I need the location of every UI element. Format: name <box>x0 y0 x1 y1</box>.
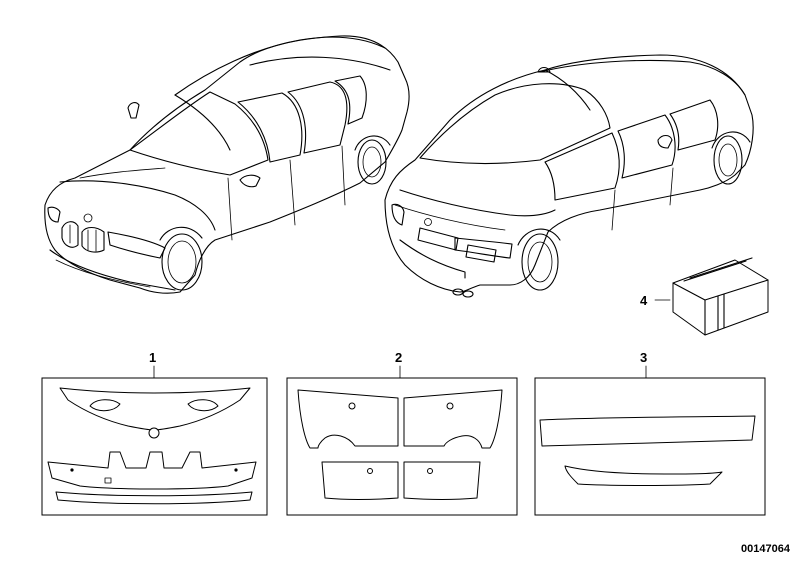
callout-label-4: 4 <box>640 293 648 308</box>
callout-label-3: 3 <box>640 350 647 365</box>
figure-id-label: 00147064 <box>741 543 791 555</box>
rear-door-film-parts <box>297 389 503 500</box>
panel-trunk-film-kit <box>534 377 766 516</box>
callout-label-1: 1 <box>149 350 156 365</box>
car-rear-view-illustration <box>384 54 754 298</box>
packaging-box-illustration <box>672 257 769 336</box>
car-front-view-illustration <box>44 35 410 294</box>
trunk-film-parts <box>539 415 756 486</box>
callout-label-2: 2 <box>395 350 402 365</box>
front-film-parts <box>47 387 257 505</box>
